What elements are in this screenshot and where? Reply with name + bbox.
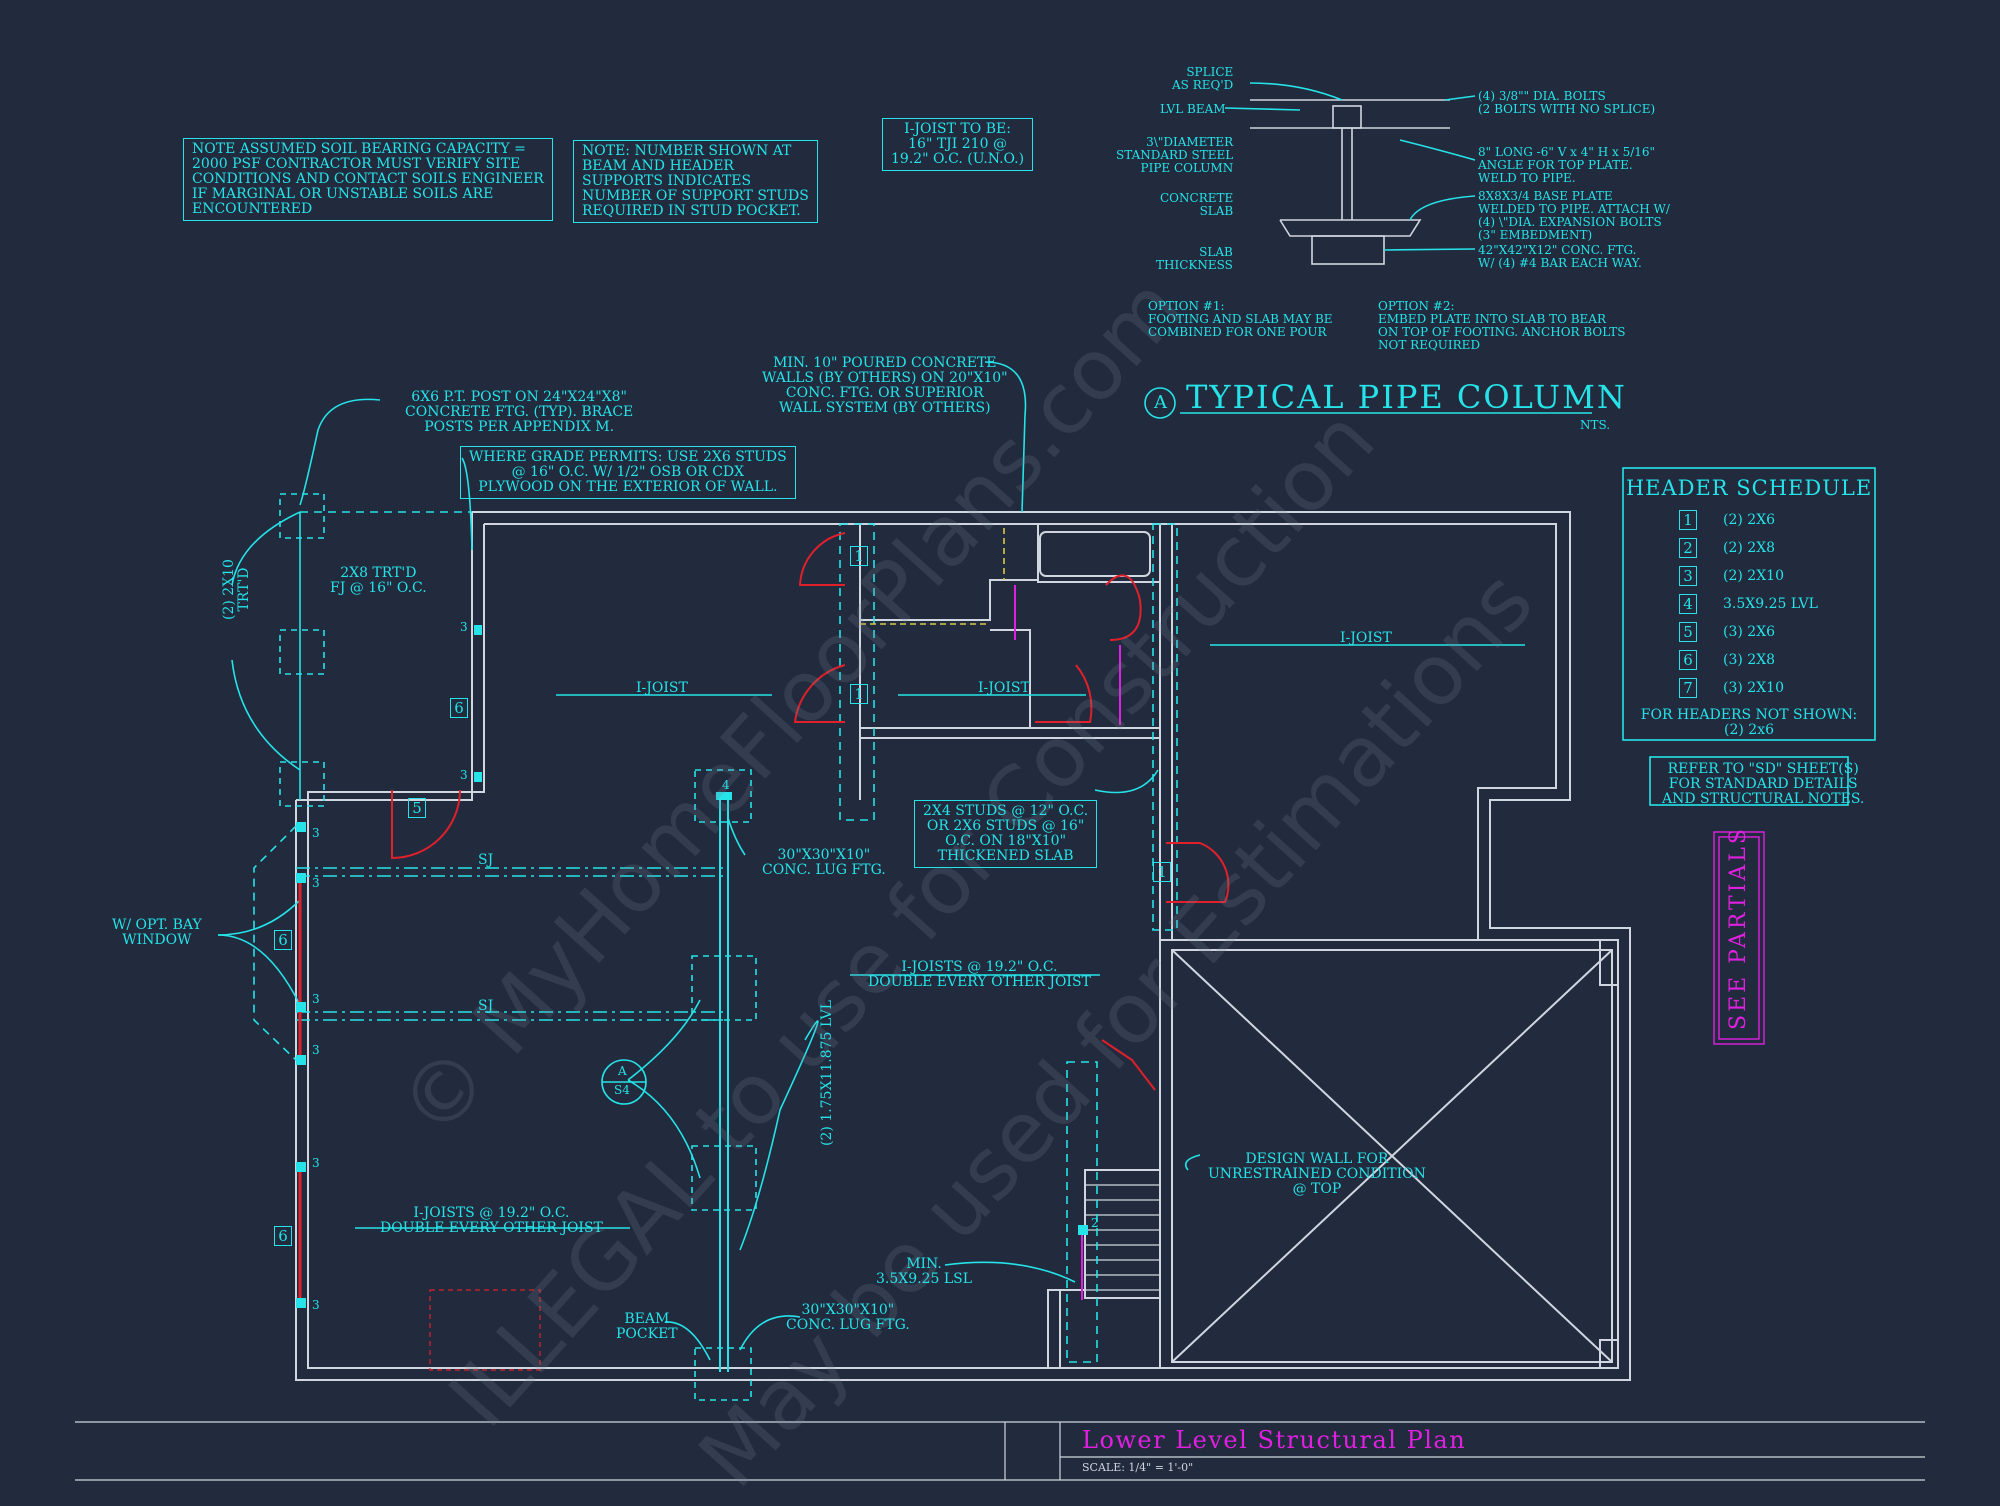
treated-joist-note: 2x8 TRT'D FJ @ 16" O.C. [330,565,427,596]
header-schedule-row: 4 3.5X9.25 LVL [1679,590,1875,618]
header-number: 2 [1679,538,1697,558]
sj-label-upper: SJ [478,852,494,868]
header-number: 4 [1679,594,1697,614]
post-footing-note: 6x6 P.T. POST ON 24"x24"x8" CONCRETE FTG… [405,389,634,435]
ijoist-label-center: I-JOIST [978,680,1030,696]
section-marker-sheet: S4 [614,1083,630,1097]
stud-count: 4 [722,778,730,792]
detail-bolts-label: (4) 3/8"" DIA. BOLTS (2 BOLTS WITH NO SP… [1478,89,1656,116]
detail-option-2: OPTION #2: EMBED PLATE INTO SLAB TO BEAR… [1378,299,1626,352]
treated-beam-note: (2) 2x10 TRT'D [221,559,252,620]
header-tag: 6 [274,930,292,950]
header-schedule-title: HEADER SCHEDULE [1625,476,1873,500]
section-marker-letter: A [618,1064,627,1078]
header-schedule-footer: FOR HEADERS NOT SHOWN: (2) 2x6 [1640,707,1858,738]
header-schedule-row: 5 (3) 2X6 [1679,618,1875,646]
bay-window-note: W/ OPT. BAY WINDOW [112,917,202,948]
detail-slab-label: CONCRETE SLAB [1160,191,1234,218]
header-size: 3.5X9.25 LVL [1723,596,1818,612]
studs-slab-note: 2x4 STUDS @ 12" O.C. OR 2x6 STUDS @ 16" … [914,800,1098,868]
stud-count: 2 [1091,1216,1099,1230]
stud-count: 3 [312,1298,320,1312]
sheet-scale: SCALE: 1/4" = 1'-0" [1082,1461,1194,1474]
beam-pocket-note: BEAM POCKET [616,1311,678,1342]
lsl-note: MIN. 3.5x9.25 LSL [876,1256,973,1287]
detail-marker: A [1154,392,1167,413]
ijoist-label-right: I-JOIST [1340,630,1392,646]
header-number: 1 [1679,510,1697,530]
exterior-wall-upper-left [296,512,473,801]
ijoists-low-note: I-JOISTS @ 19.2" O.C. DOUBLE EVERY OTHER… [380,1205,603,1236]
detail-lvl-beam-label: LVL BEAM [1160,102,1226,116]
concrete-walls-note: MIN. 10" POURED CONCRETE WALLS (BY OTHER… [762,355,1008,416]
stud-count: 3 [312,826,320,840]
header-size: (3) 2X6 [1723,624,1776,640]
ijoists-mid-note: I-JOISTS @ 19.2" O.C. DOUBLE EVERY OTHER… [868,959,1091,990]
header-tag: 6 [450,698,468,718]
stud-count: 3 [460,620,468,634]
soil-bearing-note: NOTE ASSUMED SOIL BEARING CAPACITY = 200… [183,138,553,221]
stud-count: 3 [312,1043,320,1057]
detail-option-1: OPTION #1: FOOTING AND SLAB MAY BE COMBI… [1148,299,1333,339]
ijoist-spec-note: I-JOIST TO BE: 16" TJI 210 @ 19.2" O.C. … [882,118,1034,171]
exterior-wall [295,511,1631,1381]
detail-angle-label: 8" LONG -6" V x 4" H x 5/16" ANGLE FOR T… [1478,145,1656,185]
detail-diameter-label: 3\"DIAMETER STANDARD STEEL PIPE COLUMN [1116,135,1234,175]
header-number: 3 [1679,566,1697,586]
detail-nts: NTS. [1580,418,1611,432]
lug-footing-note-lower: 30"x30"x10" CONC. LUG FTG. [786,1302,910,1333]
sheet-title: Lower Level Structural Plan [1082,1426,1467,1454]
header-schedule: HEADER SCHEDULE 1 (2) 2X6 2 (2) 2X8 3 (2) 2… [1623,468,1875,738]
detail-title: TYPICAL PIPE COLUMN [1186,378,1627,416]
see-partials-link[interactable]: SEE PARTIALS [1726,826,1751,1030]
grade-permits-note: WHERE GRADE PERMITS: USE 2x6 STUDS @ 16"… [460,446,796,499]
header-number: 6 [1679,650,1697,670]
stud-count: 3 [460,768,468,782]
stud-count: 3 [312,992,320,1006]
lvl-beam-note: (2) 1.75x11.875 LVL [819,1000,835,1146]
inner-wall [484,523,1618,941]
detail-base-plate-label: 8x8x3/4 BASE PLATE WELDED TO PIPE. ATTAC… [1478,189,1670,242]
header-schedule-row: 2 (2) 2X8 [1679,534,1875,562]
header-tag: 1 [1153,862,1171,882]
lug-footing-note-upper: 30"x30"x10" CONC. LUG FTG. [762,847,886,878]
header-number: 5 [1679,622,1697,642]
header-schedule-row: 7 (3) 2X10 [1679,674,1875,702]
refer-sd-note: REFER TO "SD" SHEET(S) FOR STANDARD DETA… [1662,761,1865,807]
header-number: 7 [1679,678,1697,698]
header-size: (2) 2X10 [1723,568,1784,584]
support-studs-note: NOTE: NUMBER SHOWN AT BEAM AND HEADER SU… [573,140,818,223]
header-tag: 1 [850,684,868,704]
header-size: (3) 2X10 [1723,680,1784,696]
header-size: (3) 2X8 [1723,652,1776,668]
detail-footing-label: 42"x42"x12" CONC. FTG. W/ (4) #4 BAR EAC… [1478,243,1642,270]
sj-label-lower: SJ [478,998,494,1014]
header-schedule-row: 1 (2) 2X6 [1679,506,1875,534]
header-schedule-rows: 1 (2) 2X6 2 (2) 2X8 3 (2) 2X10 4 3.5X9.25 LV… [1623,506,1875,702]
header-tag: 6 [274,1226,292,1246]
detail-thickness-label: SLAB THICKNESS [1156,245,1233,272]
ijoist-label-left: I-JOIST [636,680,688,696]
stud-count: 3 [312,876,320,890]
header-schedule-row: 3 (2) 2X10 [1679,562,1875,590]
stud-count: 3 [312,1156,320,1170]
header-size: (2) 2X8 [1723,540,1776,556]
header-tag: 1 [850,546,868,566]
header-size: (2) 2X6 [1723,512,1776,528]
detail-splice-label: SPLICE AS REQ'D [1172,65,1234,92]
garage [1159,939,1619,1369]
design-wall-note: DESIGN WALL FOR UNRESTRAINED CONDITION @… [1208,1151,1426,1197]
header-schedule-row: 6 (3) 2X8 [1679,646,1875,674]
header-tag: 5 [408,798,426,818]
